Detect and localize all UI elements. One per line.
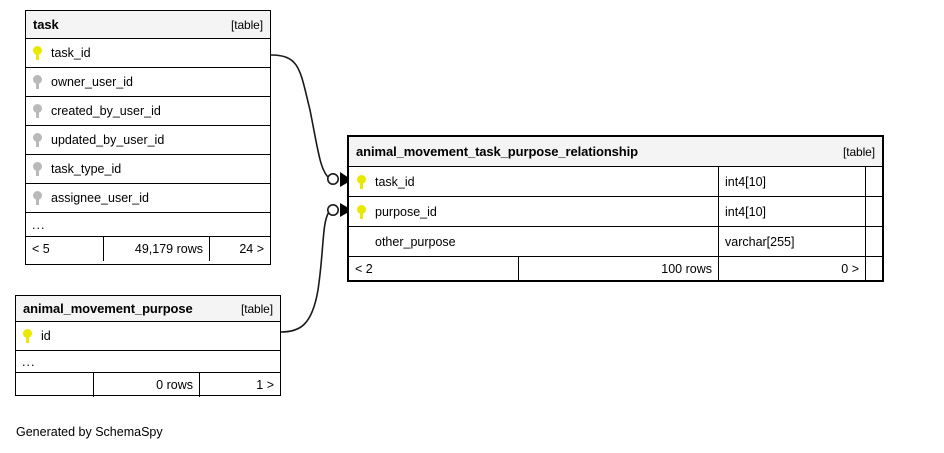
column-name: task_id <box>51 46 91 60</box>
column-name: task_type_id <box>51 162 122 176</box>
relationship-edge-purpose-to-junction <box>280 211 330 333</box>
footer-prev-button-task[interactable]: < 5 <box>26 237 104 261</box>
entity-footer-relationship: < 2 100 rows 0 > <box>349 257 882 280</box>
primary-key-icon <box>33 46 42 60</box>
primary-key-icon <box>23 329 32 343</box>
entity-table-animal-movement-purpose[interactable]: animal_movement_purpose [table] id ... 0… <box>15 295 281 397</box>
footer-row-count-task: 49,179 rows <box>104 237 210 261</box>
more-columns-indicator-animal-movement-purpose[interactable]: ... <box>16 351 280 373</box>
column-name: assignee_user_id <box>51 191 149 205</box>
relationship-edge-task-to-junction <box>270 54 330 179</box>
entity-footer-task: < 5 49,179 rows 24 > <box>26 237 270 261</box>
column-row-relationship-task-id[interactable]: task_id int4[10] <box>349 167 882 197</box>
primary-key-icon <box>357 204 366 219</box>
entity-header-task: task [table] <box>26 11 270 39</box>
column-type: int4[10] <box>725 204 767 219</box>
column-row-relationship-other-purpose[interactable]: other_purpose varchar[255] <box>349 227 882 257</box>
entity-tag-task: [table] <box>231 17 263 32</box>
column-row-task-owner-user-id[interactable]: owner_user_id <box>26 68 270 97</box>
footer-next-button-relationship[interactable]: 0 > <box>719 257 865 280</box>
generated-by-credit: Generated by SchemaSpy <box>16 425 163 439</box>
foreign-key-icon <box>33 191 42 205</box>
footer-next-button-animal-movement-purpose[interactable]: 1 > <box>200 373 280 397</box>
column-type: varchar[255] <box>725 234 795 249</box>
column-name: owner_user_id <box>51 75 133 89</box>
column-row-task-task-type-id[interactable]: task_type_id <box>26 155 270 184</box>
column-row-task-created-by-user-id[interactable]: created_by_user_id <box>26 97 270 126</box>
entity-tag-relationship: [table] <box>843 144 875 159</box>
footer-row-count-relationship: 100 rows <box>519 257 719 280</box>
entity-table-task[interactable]: task [table] task_id owner_user_id creat… <box>25 10 271 265</box>
footer-next-label: 1 > <box>256 378 274 392</box>
primary-key-icon <box>357 174 366 189</box>
entity-table-animal-movement-task-purpose-relationship[interactable]: animal_movement_task_purpose_relationshi… <box>347 135 884 282</box>
column-row-task-assignee-user-id[interactable]: assignee_user_id <box>26 184 270 213</box>
column-name: task_id <box>375 174 415 189</box>
footer-next-label: 24 > <box>239 242 264 256</box>
foreign-key-icon <box>33 133 42 147</box>
column-name: purpose_id <box>375 204 437 219</box>
more-columns-indicator-task[interactable]: ... <box>26 213 270 237</box>
foreign-key-icon <box>33 162 42 176</box>
column-name: other_purpose <box>375 234 456 249</box>
footer-prev-label: < 5 <box>32 242 50 256</box>
footer-prev-button-animal-movement-purpose[interactable] <box>16 373 94 397</box>
entity-footer-animal-movement-purpose: 0 rows 1 > <box>16 373 280 397</box>
column-row-task-updated-by-user-id[interactable]: updated_by_user_id <box>26 126 270 155</box>
entity-side-column-relationship <box>865 167 866 280</box>
column-type: int4[10] <box>725 174 767 189</box>
footer-row-count-label: 49,179 rows <box>134 242 203 256</box>
footer-row-count-label: 0 rows <box>156 378 193 392</box>
entity-title-animal-movement-purpose: animal_movement_purpose <box>23 301 193 316</box>
entity-header-animal-movement-purpose: animal_movement_purpose [table] <box>16 296 280 322</box>
footer-prev-label: < 2 <box>355 261 373 276</box>
footer-row-count-label: 100 rows <box>661 261 712 276</box>
column-row-relationship-purpose-id[interactable]: purpose_id int4[10] <box>349 197 882 227</box>
entity-title-relationship: animal_movement_task_purpose_relationshi… <box>356 144 639 159</box>
foreign-key-icon <box>33 75 42 89</box>
ellipsis-label: ... <box>22 354 36 369</box>
column-row-task-task-id[interactable]: task_id <box>26 39 270 68</box>
footer-next-button-task[interactable]: 24 > <box>210 237 270 261</box>
ellipsis-label: ... <box>32 217 46 232</box>
footer-next-label: 0 > <box>841 261 859 276</box>
entity-title-task: task <box>33 17 59 32</box>
column-name: id <box>41 329 51 343</box>
footer-prev-button-relationship[interactable]: < 2 <box>349 257 519 280</box>
column-name: updated_by_user_id <box>51 133 165 147</box>
footer-row-count-animal-movement-purpose: 0 rows <box>94 373 200 397</box>
entity-tag-animal-movement-purpose: [table] <box>241 301 273 316</box>
cardinality-zero-marker-purpose <box>326 204 339 217</box>
foreign-key-icon <box>33 104 42 118</box>
column-name: created_by_user_id <box>51 104 161 118</box>
column-row-animal-movement-purpose-id[interactable]: id <box>16 322 280 351</box>
cardinality-zero-marker-task <box>326 173 339 186</box>
entity-header-relationship: animal_movement_task_purpose_relationshi… <box>349 137 882 167</box>
